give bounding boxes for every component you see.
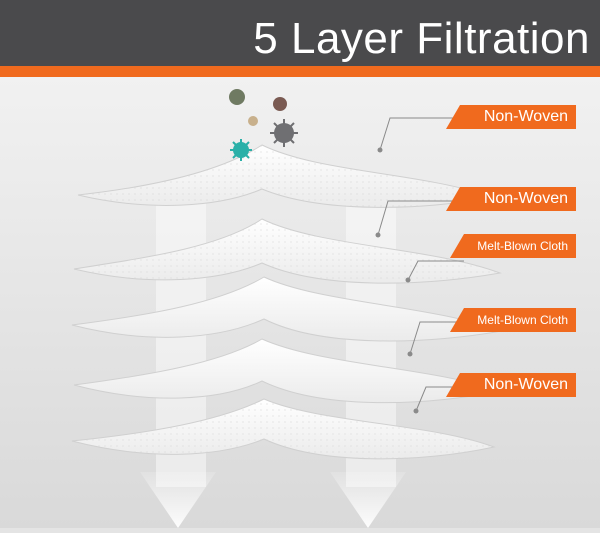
virus-icon [270,119,298,147]
layers-illustration [0,77,600,528]
arrow-down-left-icon [140,472,216,528]
accent-stripe [0,66,600,77]
layer-label-2: Non-Woven [446,187,576,211]
layer-label-5: Non-Woven [446,373,576,397]
page-title: 5 Layer Filtration [253,14,590,63]
particle-icon [248,116,258,126]
layer-label-3: Melt-Blown Cloth [450,234,576,258]
bacteria-icon [230,139,252,161]
leader-lines [375,117,464,414]
layer-label-1: Non-Woven [446,105,576,129]
arrow-down-right-icon [330,472,406,528]
particle-icon [229,89,245,105]
filter-layer-2 [73,218,502,284]
particle-icon [273,97,287,111]
filter-layer-5 [71,398,496,460]
header-bar: 5 Layer Filtration [0,0,600,66]
illustration: Non-Woven Non-Woven Melt-Blown Cloth Mel… [0,77,600,528]
layer-label-4: Melt-Blown Cloth [450,308,576,332]
